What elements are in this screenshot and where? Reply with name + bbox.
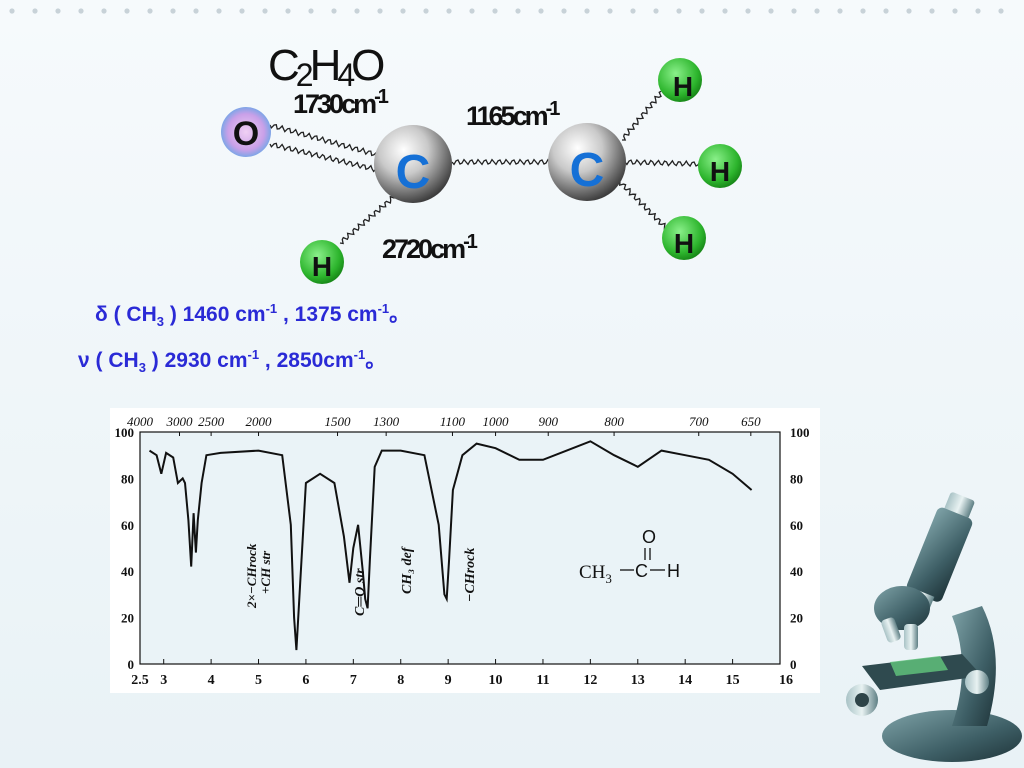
svg-text:O: O xyxy=(642,527,656,547)
bottom-tick-label: 9 xyxy=(445,673,452,688)
top-tick-label: 700 xyxy=(689,414,709,429)
bottom-tick-label: 11 xyxy=(536,673,549,688)
left-tick-label: 20 xyxy=(121,611,134,626)
bottom-tick-label: 5 xyxy=(255,673,262,688)
svg-text:C: C xyxy=(635,561,648,581)
bottom-tick-label: 16 xyxy=(779,673,793,688)
right-tick-label: 80 xyxy=(790,471,803,486)
bond-line xyxy=(451,158,551,166)
annotation-ch-str: +CH str xyxy=(258,550,273,594)
bottom-tick-label: 2.5 xyxy=(131,673,149,688)
top-tick-label: 800 xyxy=(604,414,624,429)
left-tick-label: 40 xyxy=(121,564,134,579)
bond-line xyxy=(339,195,397,245)
svg-text:H: H xyxy=(667,561,680,581)
bottom-tick-label: 15 xyxy=(726,673,740,688)
right-tick-label: 40 xyxy=(790,564,803,579)
svg-text:H: H xyxy=(710,156,730,187)
bond-label-co: 1730cm-1 xyxy=(293,86,389,119)
bottom-tick-label: 7 xyxy=(350,673,357,688)
carbon-atom-1: C xyxy=(374,125,452,203)
left-tick-label: 60 xyxy=(121,518,134,533)
left-tick-label: 0 xyxy=(128,657,135,672)
delta-ch3-note: δ ( CH3 ) 1460 cm-1 , 1375 cm-1。 xyxy=(95,301,411,330)
spectrum-trace xyxy=(148,440,753,651)
svg-text:H: H xyxy=(674,228,694,259)
bottom-tick-label: 13 xyxy=(631,673,645,688)
svg-text:H: H xyxy=(673,71,693,102)
top-tick-label: 2500 xyxy=(198,414,225,429)
hydrogen-atom-top: H xyxy=(658,58,702,102)
bottom-tick-label: 8 xyxy=(397,673,404,688)
hydrogen-atom-bottom: H xyxy=(662,216,706,260)
bond-line xyxy=(618,181,666,230)
bottom-tick-label: 3 xyxy=(160,673,167,688)
bottom-tick-label: 12 xyxy=(583,673,597,688)
annotation-co-str: C═O str xyxy=(353,568,368,616)
hydrogen-atom-right: H xyxy=(698,144,742,188)
microscope-icon xyxy=(846,492,1022,762)
bottom-tick-label: 6 xyxy=(302,673,309,688)
bottom-tick-label: 10 xyxy=(489,673,503,688)
top-tick-label: 650 xyxy=(741,414,761,429)
top-tick-label: 3000 xyxy=(166,414,194,429)
top-tick-label: 1500 xyxy=(325,414,352,429)
bond-label-cc: 1165cm-1 xyxy=(466,98,560,131)
molecular-formula: C2H4O xyxy=(268,41,384,93)
bond-line xyxy=(622,90,662,141)
svg-text:CH3: CH3 xyxy=(579,562,612,586)
hydrogen-atom-aldehyde: H xyxy=(300,240,344,284)
bond-line xyxy=(269,123,379,157)
bond-line xyxy=(269,142,379,173)
acetaldehyde-structure: O CH3 C H xyxy=(579,527,680,586)
svg-text:C: C xyxy=(570,144,605,197)
right-tick-label: 0 xyxy=(790,657,797,672)
right-tick-label: 20 xyxy=(790,611,803,626)
bottom-tick-label: 14 xyxy=(678,673,692,688)
top-tick-label: 900 xyxy=(538,414,558,429)
top-tick-label: 1300 xyxy=(373,414,400,429)
top-tick-label: 1100 xyxy=(440,414,466,429)
bond-line xyxy=(624,158,701,168)
bottom-tick-label: 4 xyxy=(208,673,215,688)
left-tick-label: 80 xyxy=(121,471,134,486)
svg-text:H: H xyxy=(312,251,332,282)
nu-ch3-note: ν ( CH3 ) 2930 cm-1 , 2850cm-1。 xyxy=(78,347,387,376)
top-tick-label: 4000 xyxy=(127,414,154,429)
top-tick-label: 2000 xyxy=(246,414,273,429)
annotation-ch3-def: CH₃ def xyxy=(400,546,415,594)
right-tick-label: 100 xyxy=(790,425,810,440)
left-tick-label: 100 xyxy=(115,425,135,440)
top-tick-label: 1000 xyxy=(483,414,510,429)
annotation-ch-rock-2: −CHrock xyxy=(463,548,478,602)
molecule-diagram: C2H4O 1730cm-1 1165cm-1 2720cm-1 O C C H… xyxy=(221,41,742,284)
top-dot-border xyxy=(9,8,1004,14)
svg-text:O: O xyxy=(233,115,259,153)
oxygen-atom: O xyxy=(221,107,271,157)
svg-text:C: C xyxy=(396,146,431,199)
bond-label-ch: 2720cm-1 xyxy=(382,231,478,264)
right-tick-label: 60 xyxy=(790,518,803,533)
annotation-ch-rock: 2×−CHrock xyxy=(244,543,259,609)
carbon-atom-2: C xyxy=(548,123,626,201)
